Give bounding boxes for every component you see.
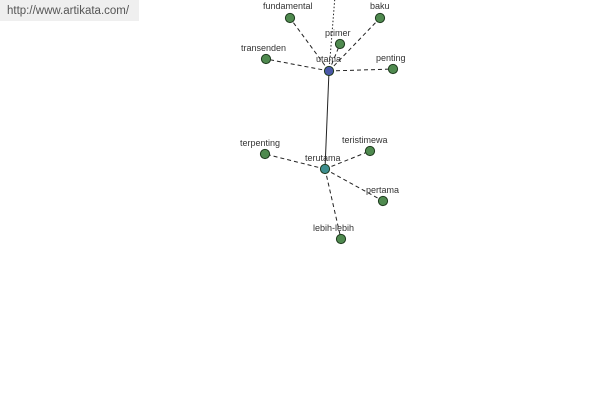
edge-utama-fundamental	[289, 17, 330, 72]
graph-labels: utama terutama fundamental baku primer transe…	[240, 1, 406, 233]
edge-utama-baku	[328, 17, 381, 72]
node-baku[interactable]	[374, 12, 386, 24]
node-terutama[interactable]	[319, 163, 331, 175]
node-penting[interactable]	[387, 63, 399, 75]
node-label-fundamental: fundamental	[263, 1, 313, 11]
node-label-utama: utama	[316, 54, 341, 64]
node-label-primer: primer	[325, 28, 351, 38]
node-terpenting[interactable]	[259, 148, 271, 160]
edge-terutama-teristimewa	[324, 150, 371, 170]
graph-nodes	[259, 12, 399, 245]
edge-utama-penting	[328, 68, 394, 72]
edge-terutama-terpenting	[264, 153, 326, 170]
edge-utama-transenden	[265, 58, 330, 72]
node-label-terpenting: terpenting	[240, 138, 280, 148]
node-label-penting: penting	[376, 53, 406, 63]
node-label-lebih-lebih: lebih-lebih	[313, 223, 354, 233]
node-pertama[interactable]	[377, 195, 389, 207]
node-label-terutama: terutama	[305, 153, 341, 163]
node-lebih-lebih[interactable]	[335, 233, 347, 245]
node-label-baku: baku	[370, 1, 390, 11]
watermark-url: http://www.artikata.com/	[7, 5, 130, 17]
node-label-teristimewa: teristimewa	[342, 135, 388, 145]
node-label-pertama: pertama	[366, 185, 399, 195]
node-primer[interactable]	[334, 38, 346, 50]
node-label-transenden: transenden	[241, 43, 286, 53]
watermark-bar: http://www.artikata.com/	[0, 0, 139, 21]
edge-utama-terutama	[324, 70, 330, 170]
node-teristimewa[interactable]	[364, 145, 376, 157]
node-utama[interactable]	[323, 65, 335, 77]
edge-terutama-lebih-lebih	[324, 168, 342, 240]
node-fundamental[interactable]	[284, 12, 296, 24]
node-transenden[interactable]	[260, 53, 272, 65]
